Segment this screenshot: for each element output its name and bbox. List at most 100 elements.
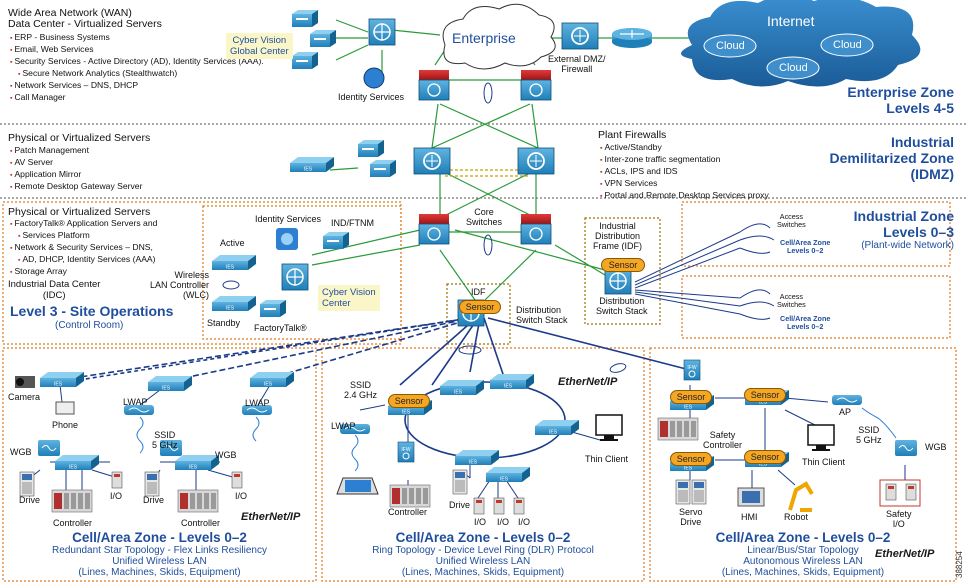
cell1-sub2: Unified Wireless LAN <box>112 556 207 567</box>
factorytalk-label: FactoryTalk® <box>254 323 307 333</box>
industrial-zone-title: Industrial Zone <box>853 208 954 224</box>
list-item: Storage Array <box>10 266 157 278</box>
list-item: Portal and Remote Desktop Services proxy <box>600 190 768 202</box>
wan-title: Wide Area Network (WAN) <box>8 7 132 19</box>
ethernet-ip-logo: EtherNet/IP <box>558 376 618 388</box>
ethernet-ip-logo: EtherNet/IP <box>875 548 935 560</box>
list-item: FactoryTalk® Application Servers and <box>10 218 157 230</box>
wireless-waves <box>136 407 897 472</box>
core-devices <box>212 213 632 327</box>
io-label: I/O <box>518 517 531 527</box>
list-item: Call Manager <box>10 92 264 104</box>
lwap-label: LWAP <box>245 398 270 408</box>
list-item: Network & Security Services – DNS, <box>10 242 157 254</box>
sensor-badge: Sensor <box>670 390 712 404</box>
safety-controller-label: Safety Controller <box>703 430 743 450</box>
io-label: I/O <box>497 517 510 527</box>
distribution-switch-stack-label: Distribution Switch Stack <box>516 305 568 325</box>
idmz-title-line2: Demilitarized Zone <box>829 150 954 166</box>
ind-ftnm-label: IND/FTNM <box>331 218 374 228</box>
idf-boxes <box>446 217 661 345</box>
idmz-title-line1: Industrial <box>890 134 954 150</box>
cell3-sub3: (Lines, Machines, Skids, Equipment) <box>721 567 885 578</box>
list-item: Secure Network Analytics (Stealthwatch) <box>10 68 264 80</box>
ssid-label: SSID 5 GHz <box>856 425 882 445</box>
cell1-sub1: Redundant Star Topology - Flex Links Res… <box>52 545 267 556</box>
enterprise-label: Enterprise <box>452 30 516 46</box>
drive-label: Drive <box>19 495 41 505</box>
thin-client-label: Thin Client <box>585 454 629 464</box>
lwap-label: LWAP <box>331 421 356 431</box>
zone-boxes <box>2 201 957 582</box>
standby-label: Standby <box>207 318 241 328</box>
industrial-idf-label: Industrial Distribution Frame (IDF) <box>593 221 642 251</box>
cell-zone-small-label: Cell/Area Zone Levels 0–2 <box>780 238 831 255</box>
wan-subtitle: Data Center - Virtualized Servers <box>8 18 162 30</box>
sensor-badge: Sensor <box>459 300 501 314</box>
access-links <box>634 223 775 320</box>
zone-separators <box>0 123 967 199</box>
list-item: Email, Web Services <box>10 44 264 56</box>
cloud-label: Cloud <box>716 40 745 52</box>
idmz-devices <box>290 140 555 177</box>
ethernet-ip-logo: EtherNet/IP <box>241 511 301 523</box>
distribution-switch-stack-label-2: Distribution Switch Stack <box>596 296 648 316</box>
wlc-label: Wireless LAN Controller (WLC) <box>150 270 210 300</box>
access-switches-label: Access Switches <box>777 292 806 309</box>
industrial-zone-levels: Levels 0–3 <box>883 224 954 240</box>
site-operations-title: Level 3 - Site Operations <box>10 303 174 319</box>
drive-label: Drive <box>449 500 471 510</box>
sensor-badge: Sensor <box>670 452 712 466</box>
list-item: AV Server <box>10 157 142 169</box>
hmi-label: HMI <box>741 512 758 522</box>
safety-io-label: Safety I/O <box>886 509 912 529</box>
cell1-title: Cell/Area Zone - Levels 0–2 <box>72 530 247 545</box>
list-item: Remote Desktop Gateway Server <box>10 181 142 193</box>
idf-label: IDF <box>471 287 486 297</box>
wgb-label: WGB <box>215 450 237 460</box>
wan-list: ERP - Business Systems Email, Web Servic… <box>10 32 264 104</box>
cell3-sub2: Autonomous Wireless LAN <box>743 556 863 567</box>
flex-link-ovals <box>222 82 627 373</box>
internet-label: Internet <box>767 13 815 29</box>
internet-cloud <box>681 0 921 87</box>
idc-label: Industrial Data Center (IDC) <box>8 279 101 301</box>
cell3-devices <box>657 390 921 512</box>
lwap-label: LWAP <box>123 397 148 407</box>
dlr-ring <box>404 381 566 459</box>
cell3-title: Cell/Area Zone - Levels 0–2 <box>715 530 891 545</box>
io-label: I/O <box>235 491 248 501</box>
cell3-sub1: Linear/Bus/Star Topology <box>747 545 859 556</box>
enterprise-cloud <box>442 3 556 70</box>
list-item: Inter-zone traffic segmentation <box>600 154 769 166</box>
plant-firewalls-title: Plant Firewalls <box>598 129 667 141</box>
io-label: I/O <box>110 491 123 501</box>
list-item: Patch Management <box>10 145 142 157</box>
core-switches-label: Core Switches <box>466 207 503 227</box>
camera-label: Camera <box>8 392 41 402</box>
controller-label: Controller <box>53 518 93 528</box>
list-item: Application Mirror <box>10 169 142 181</box>
cloud-label: Cloud <box>833 39 862 51</box>
idmz-servers-list: Patch Management AV Server Application M… <box>10 145 142 193</box>
access-switches-label: Access Switches <box>777 212 806 229</box>
sensor-badge: Sensor <box>601 258 645 272</box>
cell2-sub2: Unified Wireless LAN <box>435 556 531 567</box>
dashed-yellow-link <box>445 169 530 177</box>
ssid-label: SSID 2.4 GHz <box>344 380 378 400</box>
wgb-label: WGB <box>10 447 32 457</box>
list-item: Network Services – DNS, DHCP <box>10 80 264 92</box>
ssid-label: SSID 5 GHz <box>152 430 178 450</box>
servo-drive-label: Servo Drive <box>679 507 703 527</box>
sensor-badge: Sensor <box>388 394 430 408</box>
enterprise-zone-title: Enterprise Zone <box>847 84 954 100</box>
list-item: AD, DHCP, Identity Services (AAA) <box>10 254 157 266</box>
list-item: Active/Standby <box>600 142 769 154</box>
plant-firewalls-list: Active/Standby Inter-zone traffic segmen… <box>600 142 769 202</box>
enterprise-devices <box>292 10 653 101</box>
thin-client-label: Thin Client <box>802 457 846 467</box>
list-item: VPN Services <box>600 178 769 190</box>
sensor-badge: Sensor <box>744 388 786 402</box>
